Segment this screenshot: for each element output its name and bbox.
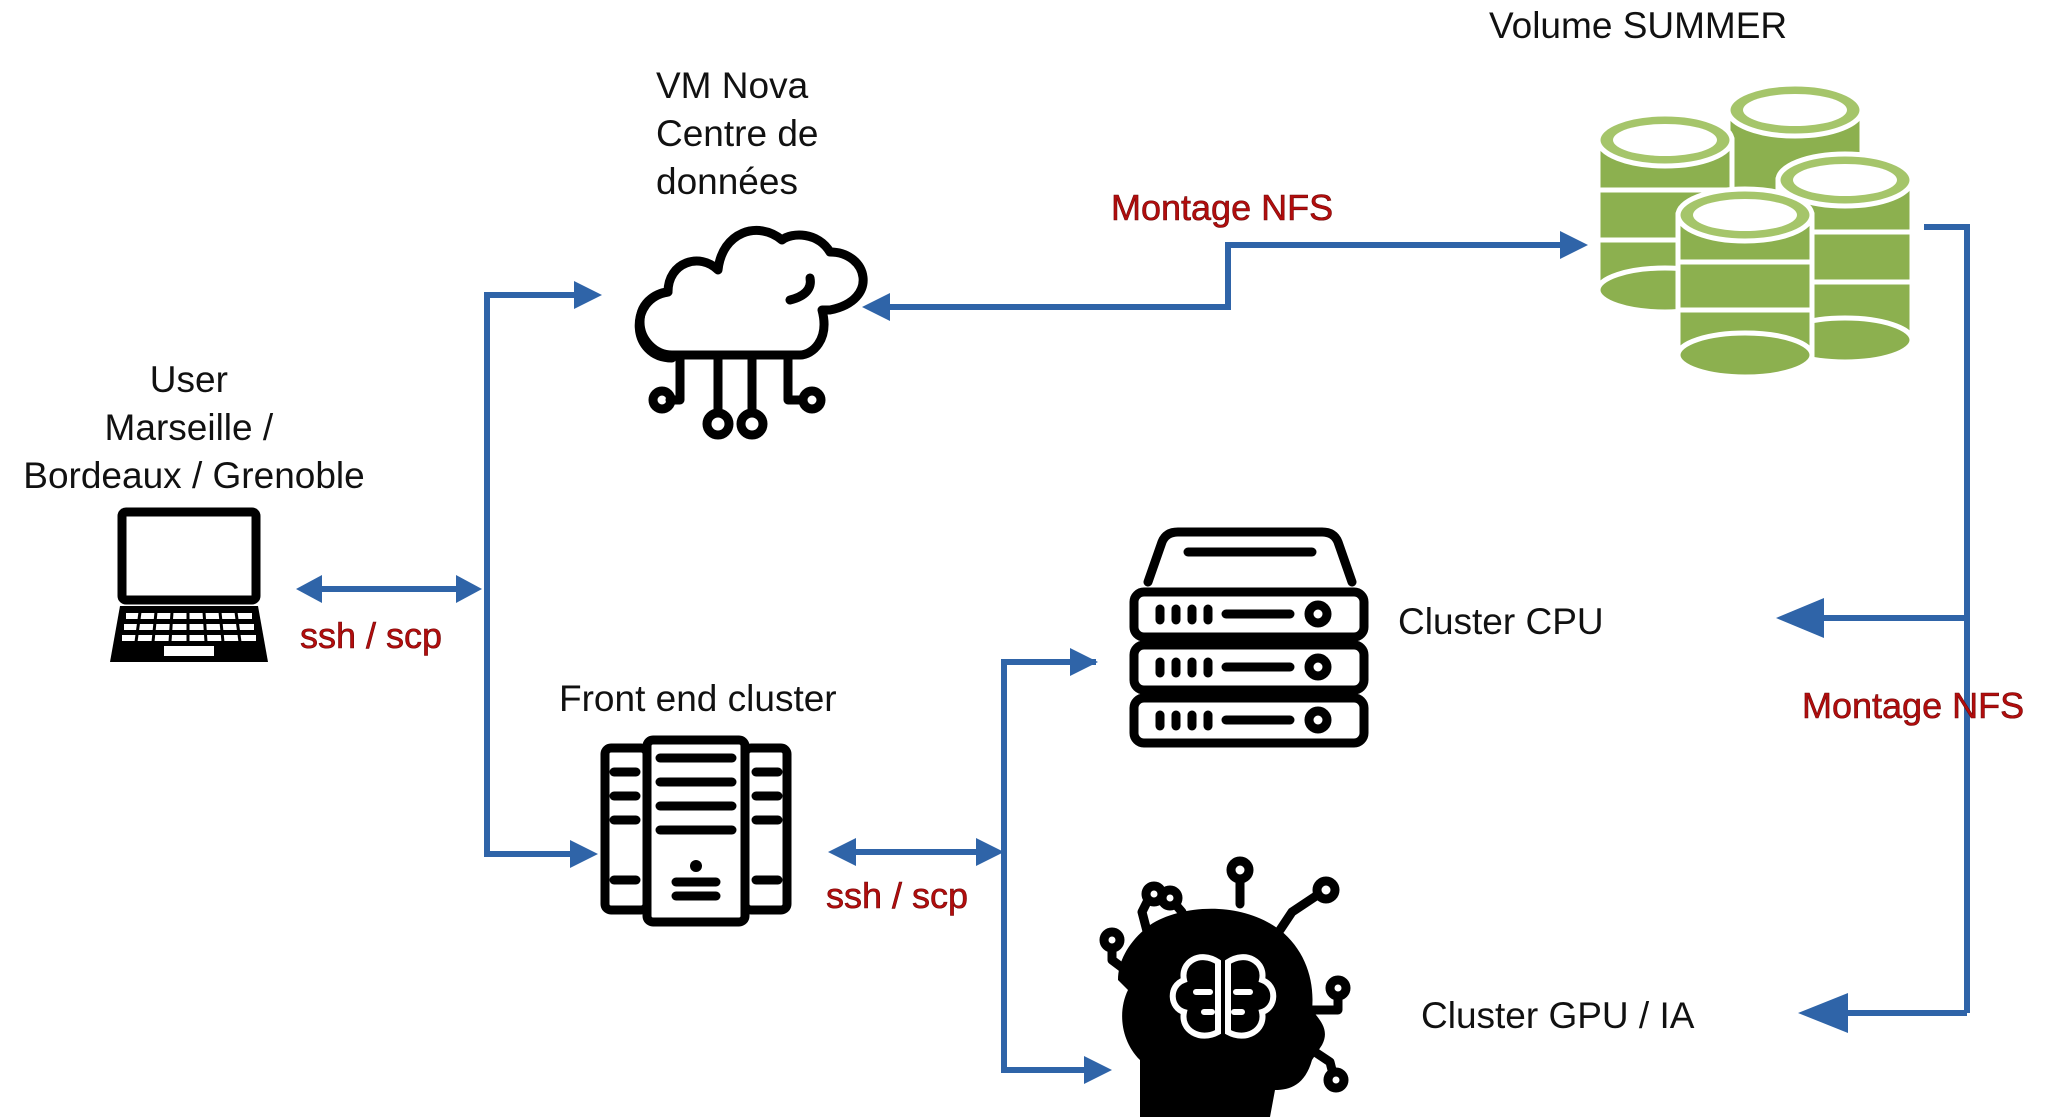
volume-trunk-vertical (1924, 224, 1970, 1013)
arrowhead-gpu (1798, 993, 1848, 1033)
arrowhead-cpu (1776, 598, 1824, 638)
arrowhead-frontend (570, 840, 598, 868)
laptop-icon (110, 507, 268, 662)
arrowhead-vm (574, 281, 602, 309)
connectors (296, 224, 1970, 1084)
arrowhead-trunk (456, 575, 482, 603)
db-cylinder-left (1595, 111, 1735, 315)
brain-outline (1169, 954, 1277, 1039)
server-tower-icon (600, 735, 792, 927)
edge-labels: Montage NFS Montage NFS ssh / scp ssh / … (300, 187, 2025, 917)
arrowhead-cluster-cpu (1070, 648, 1098, 676)
vm-label-line-2: Centre de (656, 113, 819, 154)
node-labels: VM Nova Centre de données Volume SUMMER … (23, 5, 1787, 1036)
vm-label-line-3: données (656, 161, 798, 202)
nfs-top-label: Montage NFS (1111, 187, 1333, 228)
user-label-line-3: Bordeaux / Grenoble (23, 455, 364, 496)
arrowhead-vm-nfs (862, 293, 890, 321)
arrowhead-frontend-out (828, 838, 856, 866)
front-end-label: Front end cluster (559, 678, 837, 719)
user-label-line-2: Marseille / (105, 407, 274, 448)
database-stack-icon (1595, 81, 1915, 380)
rack-indicators (1155, 604, 1295, 731)
server-rack-icon (1129, 527, 1369, 748)
ssh-frontend-label: ssh / scp (826, 875, 968, 916)
arrowhead-cluster-gpu (1084, 1056, 1112, 1084)
arrowhead-user (296, 575, 322, 603)
vm-volume-nfs-connector (888, 242, 1560, 310)
ssh-user-label: ssh / scp (300, 615, 442, 656)
ai-brain-head-icon (1099, 856, 1351, 1117)
cluster-cpu-label: Cluster CPU (1398, 601, 1604, 642)
user-label-line-1: User (150, 359, 228, 400)
arrowhead-cluster-trunk (976, 838, 1004, 866)
vm-label-line-1: VM Nova (656, 65, 809, 106)
arrowhead-volume-nfs (1560, 231, 1588, 259)
db-cylinder-front (1675, 186, 1815, 380)
tower-slots (609, 753, 783, 901)
vm-label: VM Nova Centre de données (656, 65, 829, 202)
frontend-clusters-vertical (1001, 659, 1096, 1073)
brain-circuit-lines (1099, 856, 1351, 1093)
laptop-key-gaps (134, 611, 242, 643)
cloud-network-icon (634, 226, 868, 440)
cluster-gpu-label: Cluster GPU / IA (1421, 995, 1695, 1036)
user-label: User Marseille / Bordeaux / Grenoble (23, 359, 364, 496)
nfs-right-label: Montage NFS (1802, 685, 2024, 726)
volume-label: Volume SUMMER (1489, 5, 1787, 46)
